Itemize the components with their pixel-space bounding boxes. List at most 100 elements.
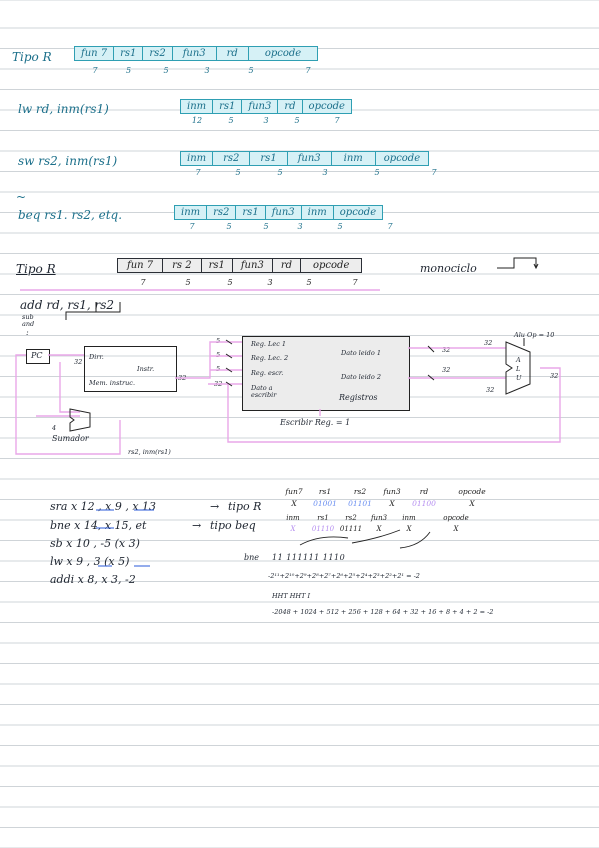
exercise-line-3: sb x 10 , -5 (x 3) (50, 537, 140, 550)
b-values: X 01110 01111 X X X (276, 525, 486, 533)
width: 7 (189, 222, 195, 231)
section2-title: Tipo R (16, 262, 56, 276)
reg-out-width-2: 32 (442, 366, 451, 374)
r-type-format-box-2: fun 7 rs 2 rs1 fun3 rd opcode (117, 258, 363, 273)
width: 3 (322, 168, 328, 177)
reg-input-2: Reg. Lec. 2 (251, 354, 289, 362)
exercise-line-2: bne x 14, x 15, et (50, 519, 147, 532)
field: opcode (264, 48, 302, 59)
r-type-label: Tipo R (12, 50, 52, 64)
width: 3 (263, 116, 269, 125)
width: 7 (387, 222, 393, 231)
width: 5 (226, 222, 232, 231)
alu-out-width: 32 (550, 372, 559, 380)
width: 7 (195, 168, 201, 177)
reg-width-3: 5 (216, 365, 221, 373)
exercise-line-1: sra x 12 , x 9 , x 13 (50, 500, 157, 513)
field: rs1 (213, 100, 243, 113)
lw-widths: 12 5 3 5 7 (180, 116, 364, 125)
sumador-note: rs2, inm(rs1) (128, 448, 171, 456)
width: 5 (337, 222, 343, 231)
width: 5 (263, 222, 269, 231)
field: fun 7 (75, 47, 115, 60)
pc-label: PC (31, 351, 43, 360)
value: 01110 (311, 525, 335, 533)
alu-in-width-2: 32 (486, 386, 495, 394)
header: rs2 (353, 487, 367, 496)
field: opcode (308, 101, 345, 112)
field: rd (278, 100, 303, 113)
reg-input-3: Reg. escr. (251, 369, 284, 377)
reg-input-4: Dato a escribir (251, 384, 277, 399)
width: 5 (185, 278, 191, 287)
r-type-widths: 7 5 5 3 5 7 (80, 66, 343, 75)
calc-line-2: HHT HHT I (272, 592, 311, 600)
width: 5 (163, 66, 169, 75)
header: fun7 (285, 487, 303, 496)
header: rd (419, 487, 429, 496)
value: X (453, 525, 459, 533)
exercise-line-4: lw x 9 , 3 (x 5) (50, 555, 130, 568)
field: fun3 (242, 100, 279, 113)
field: fun 7 (118, 259, 164, 272)
width: 7 (140, 278, 146, 287)
header: rs1 (318, 487, 332, 496)
sw-format-box: inm rs2 rs1 fun3 inm opcode (180, 151, 430, 166)
value: 01111 (339, 525, 363, 533)
width: 7 (352, 278, 358, 287)
header: fun3 (370, 514, 388, 522)
dots-mark: : (26, 328, 29, 337)
width: 5 (306, 278, 312, 287)
field: inm (332, 152, 376, 165)
field: inm (181, 152, 214, 165)
calc-line-3: -2048 + 1024 + 512 + 256 + 128 + 64 + 32… (272, 608, 494, 616)
exercise-line-5: addi x 8, x 3, -2 (50, 573, 136, 586)
r-header: fun7 rs1 rs2 fun3 rd opcode (280, 487, 502, 496)
width: 5 (294, 116, 300, 125)
field: inm (302, 206, 334, 219)
header: rs2 (345, 514, 357, 522)
field: opcode (313, 260, 350, 271)
value: 01001 (313, 499, 337, 508)
width: 5 (228, 116, 234, 125)
field: rs1 (236, 206, 266, 219)
alu-letter-a: A (516, 356, 521, 364)
beq-label: beq rs1. rs2, etq. (18, 208, 123, 222)
header: fun3 (383, 487, 401, 496)
add-instruction: add rd, rs1, rs2 (20, 298, 115, 312)
value: X (469, 499, 475, 508)
width: 5 (277, 168, 283, 177)
width: 3 (297, 222, 303, 231)
field: rd (273, 259, 301, 272)
header: opcode (443, 514, 469, 522)
calc-line-1: -2¹¹+2¹⁰+2⁹+2⁸+2⁷+2⁶+2⁵+2⁴+2³+2²+2¹ = -2 (268, 572, 420, 580)
width: 12 (191, 116, 203, 125)
width: 3 (267, 278, 273, 287)
field: fun3 (233, 259, 273, 272)
type-2: tipo beq (210, 519, 256, 532)
width: 3 (204, 66, 210, 75)
sw-widths: 7 5 5 3 5 7 (180, 168, 464, 177)
field: rs2 (213, 152, 251, 165)
width: 7 (92, 66, 98, 75)
beq-format-box: inm rs2 rs1 fun3 inm opcode (174, 205, 384, 220)
reg-input-1: Reg. Lec 1 (251, 340, 287, 348)
width: 5 (227, 278, 233, 287)
field: rs2 (207, 206, 237, 219)
registers-name: Registros (339, 393, 378, 402)
instruction-memory-block: Dirr. Instr. Mem. instruc. (84, 346, 177, 392)
header: opcode (458, 487, 486, 496)
value: X (406, 525, 412, 533)
r-type-format-box: fun 7 rs1 rs2 fun3 rd opcode (74, 46, 319, 61)
lw-format-box: inm rs1 fun3 rd opcode (180, 99, 352, 114)
field: fun3 (173, 47, 217, 60)
value: 01101 (348, 499, 372, 508)
sw-label: sw rs2, inm(rs1) (18, 154, 118, 168)
field: inm (181, 100, 214, 113)
field: opcode (383, 153, 421, 164)
reg-output-2: Dato leido 2 (341, 373, 381, 381)
value: X (291, 499, 297, 508)
field: inm (175, 206, 208, 219)
